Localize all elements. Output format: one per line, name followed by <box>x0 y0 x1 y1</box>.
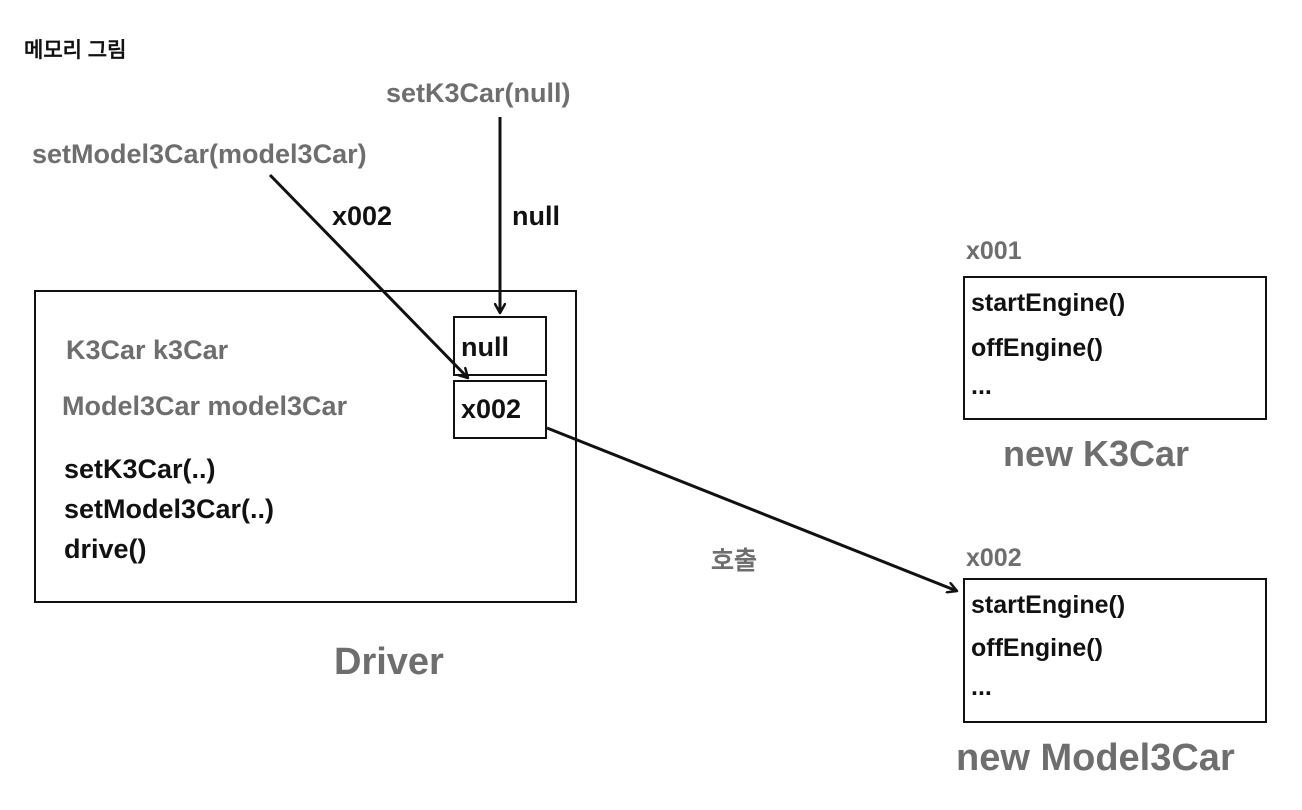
arrow-model3car-field-to-instance <box>546 426 957 591</box>
k3car-instance-caption: new K3Car <box>1003 433 1190 474</box>
model3car-method-start-engine: startEngine() <box>971 591 1126 619</box>
model3car-field-value-box <box>453 380 547 439</box>
driver-method-set-k3car: setK3Car(..) <box>64 454 216 484</box>
model3car-method-off-engine: offEngine() <box>971 634 1103 662</box>
k3car-instance-box <box>963 276 1267 420</box>
arrow-value-x002-label: x002 <box>332 201 393 231</box>
driver-object-box <box>34 290 577 603</box>
model3car-instance-caption: new Model3Car <box>956 737 1235 779</box>
driver-field-k3car: K3Car k3Car <box>66 335 229 365</box>
call-label: 호출 <box>711 547 758 575</box>
arrow-x002-to-model3car-field <box>268 173 468 378</box>
k3car-method-ellipsis: ... <box>971 372 992 400</box>
model3car-method-ellipsis: ... <box>971 673 992 701</box>
model3car-field-value: x002 <box>461 394 522 424</box>
driver-method-set-model3car: setModel3Car(..) <box>64 494 275 524</box>
k3car-method-start-engine: startEngine() <box>971 289 1126 317</box>
instance-address-x001: x001 <box>966 237 1022 265</box>
set-model3car-call-label: setModel3Car(model3Car) <box>32 139 367 169</box>
set-k3car-call-label: setK3Car(null) <box>386 78 571 108</box>
driver-caption: Driver <box>334 641 444 683</box>
k3car-field-value-box <box>453 316 547 376</box>
model3car-instance-box <box>963 578 1267 723</box>
arrow-value-null-label: null <box>512 201 560 231</box>
page-title: 메모리 그림 <box>24 39 127 62</box>
driver-field-model3car: Model3Car model3Car <box>62 391 348 421</box>
k3car-field-value: null <box>461 332 509 362</box>
k3car-method-off-engine: offEngine() <box>971 334 1103 362</box>
driver-method-drive: drive() <box>64 534 147 564</box>
instance-address-x002: x002 <box>966 544 1022 572</box>
